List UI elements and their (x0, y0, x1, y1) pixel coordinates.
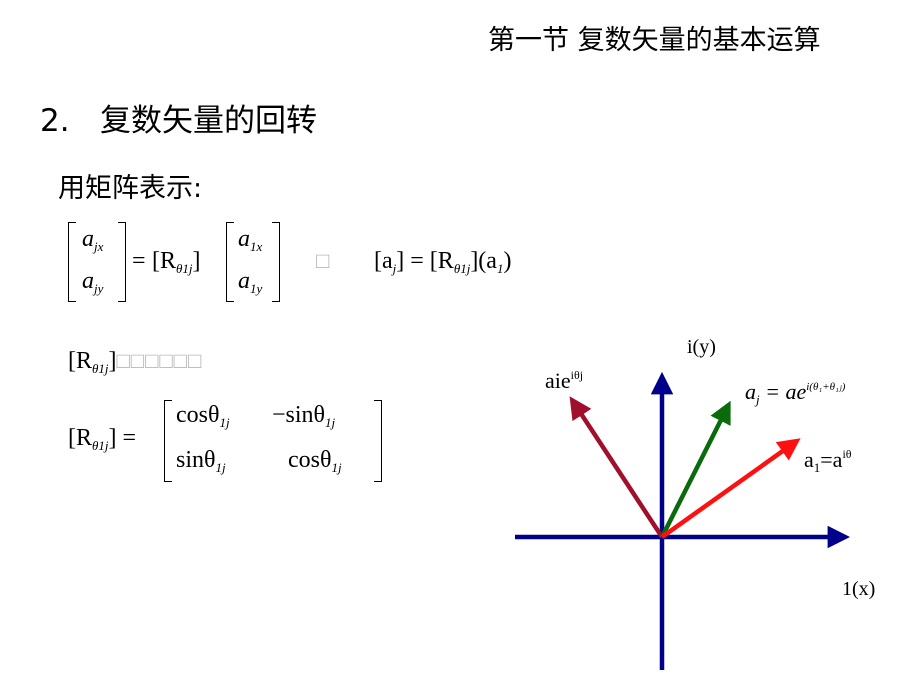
section-number: 2. (40, 103, 70, 139)
left-bracket (68, 222, 76, 302)
section-heading: 2. 复数矢量的回转 (40, 95, 317, 140)
vector-aj-label: aj = aei(θ₁+θ₁ⱼ) (745, 379, 846, 407)
matrix-cell-22: cosθ1j (288, 447, 342, 475)
vector-aie-label: aieiθj (545, 368, 584, 393)
matrix-equation-1: ajx ajy = [Rθ1j] a1x a1y □ [aj] = [Rθ1j]… (0, 0, 900, 320)
left-bracket-2 (226, 222, 234, 302)
equals-sign: = (132, 248, 146, 274)
rotation-matrix-caption: [Rθ1j]□□□□□□ (68, 348, 203, 376)
right-bracket (118, 222, 126, 302)
section-title: 复数矢量的回转 (100, 103, 317, 139)
y-axis-label: i(y) (687, 336, 716, 358)
rotation-matrix-definition: [Rθ1j] = cosθ1j −sinθ1j sinθ1j cosθ1j (68, 400, 382, 482)
vec-right-bottom: a1y (238, 268, 263, 296)
matrix-cell-21: sinθ1j (176, 447, 226, 475)
vec-left-bottom: ajy (82, 268, 104, 296)
rotation-matrix-symbol: [Rθ1j] (152, 248, 201, 276)
rotation-matrix-lhs: [Rθ1j] = (68, 425, 137, 453)
missing-glyph-boxes: □□□□□□ (116, 348, 203, 373)
vec-left-top: ajx (82, 226, 104, 254)
vector-aie (569, 396, 664, 539)
vector-aj (659, 400, 731, 539)
x-axis-label: 1(x) (842, 578, 876, 600)
matrix-cell-11: cosθ1j (176, 402, 230, 430)
vector-a1-label: a1=aiθ (804, 447, 852, 475)
short-form-equation: [aj] = [Rθ1j](a1) (374, 248, 512, 276)
vec-right-top: a1x (238, 226, 263, 254)
matrix-left-bracket (164, 400, 172, 482)
right-bracket-2 (272, 222, 280, 302)
missing-glyph-box: □ (316, 248, 331, 273)
slide-header-title: 第一节 复数矢量的基本运算 (488, 25, 821, 56)
matrix-cell-12: −sinθ1j (272, 402, 336, 430)
matrix-right-bracket (374, 400, 382, 482)
subtitle-matrix-repr: 用矩阵表示: (58, 173, 203, 204)
vector-a1 (660, 438, 801, 539)
